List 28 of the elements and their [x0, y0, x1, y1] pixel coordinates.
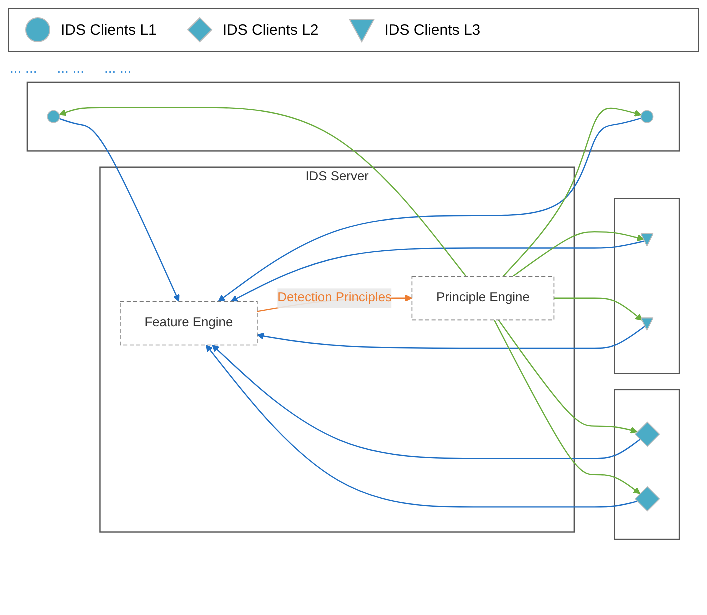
node-box: Principle Engine [412, 276, 555, 321]
arrow [502, 108, 642, 277]
node-box: Feature Engine [120, 301, 258, 346]
node-diamond [634, 486, 660, 512]
arrow [59, 107, 467, 277]
arrow [494, 320, 641, 494]
arrow [230, 240, 646, 302]
arrow [512, 231, 644, 278]
arrow [257, 326, 646, 350]
edge-label: Detection Principles [278, 291, 392, 305]
arrow [218, 118, 642, 302]
ellipsis-label: ... ... [10, 60, 38, 76]
legend-label: IDS Clients L3 [384, 22, 481, 38]
cluster [26, 82, 680, 152]
arrow [212, 344, 641, 460]
node-circle [640, 110, 654, 124]
ellipsis-label: ... ... [104, 60, 132, 76]
arrow [554, 298, 643, 321]
legend-label: IDS Clients L1 [61, 22, 157, 38]
node-circle [47, 110, 60, 124]
ellipsis-label: ... ... [57, 60, 84, 76]
node-diamond [634, 422, 660, 448]
cluster [614, 198, 680, 374]
arrow [206, 344, 638, 508]
legend-label: IDS Clients L2 [222, 22, 319, 38]
arrow [59, 118, 180, 302]
cluster [614, 389, 680, 540]
arrow [498, 320, 638, 434]
